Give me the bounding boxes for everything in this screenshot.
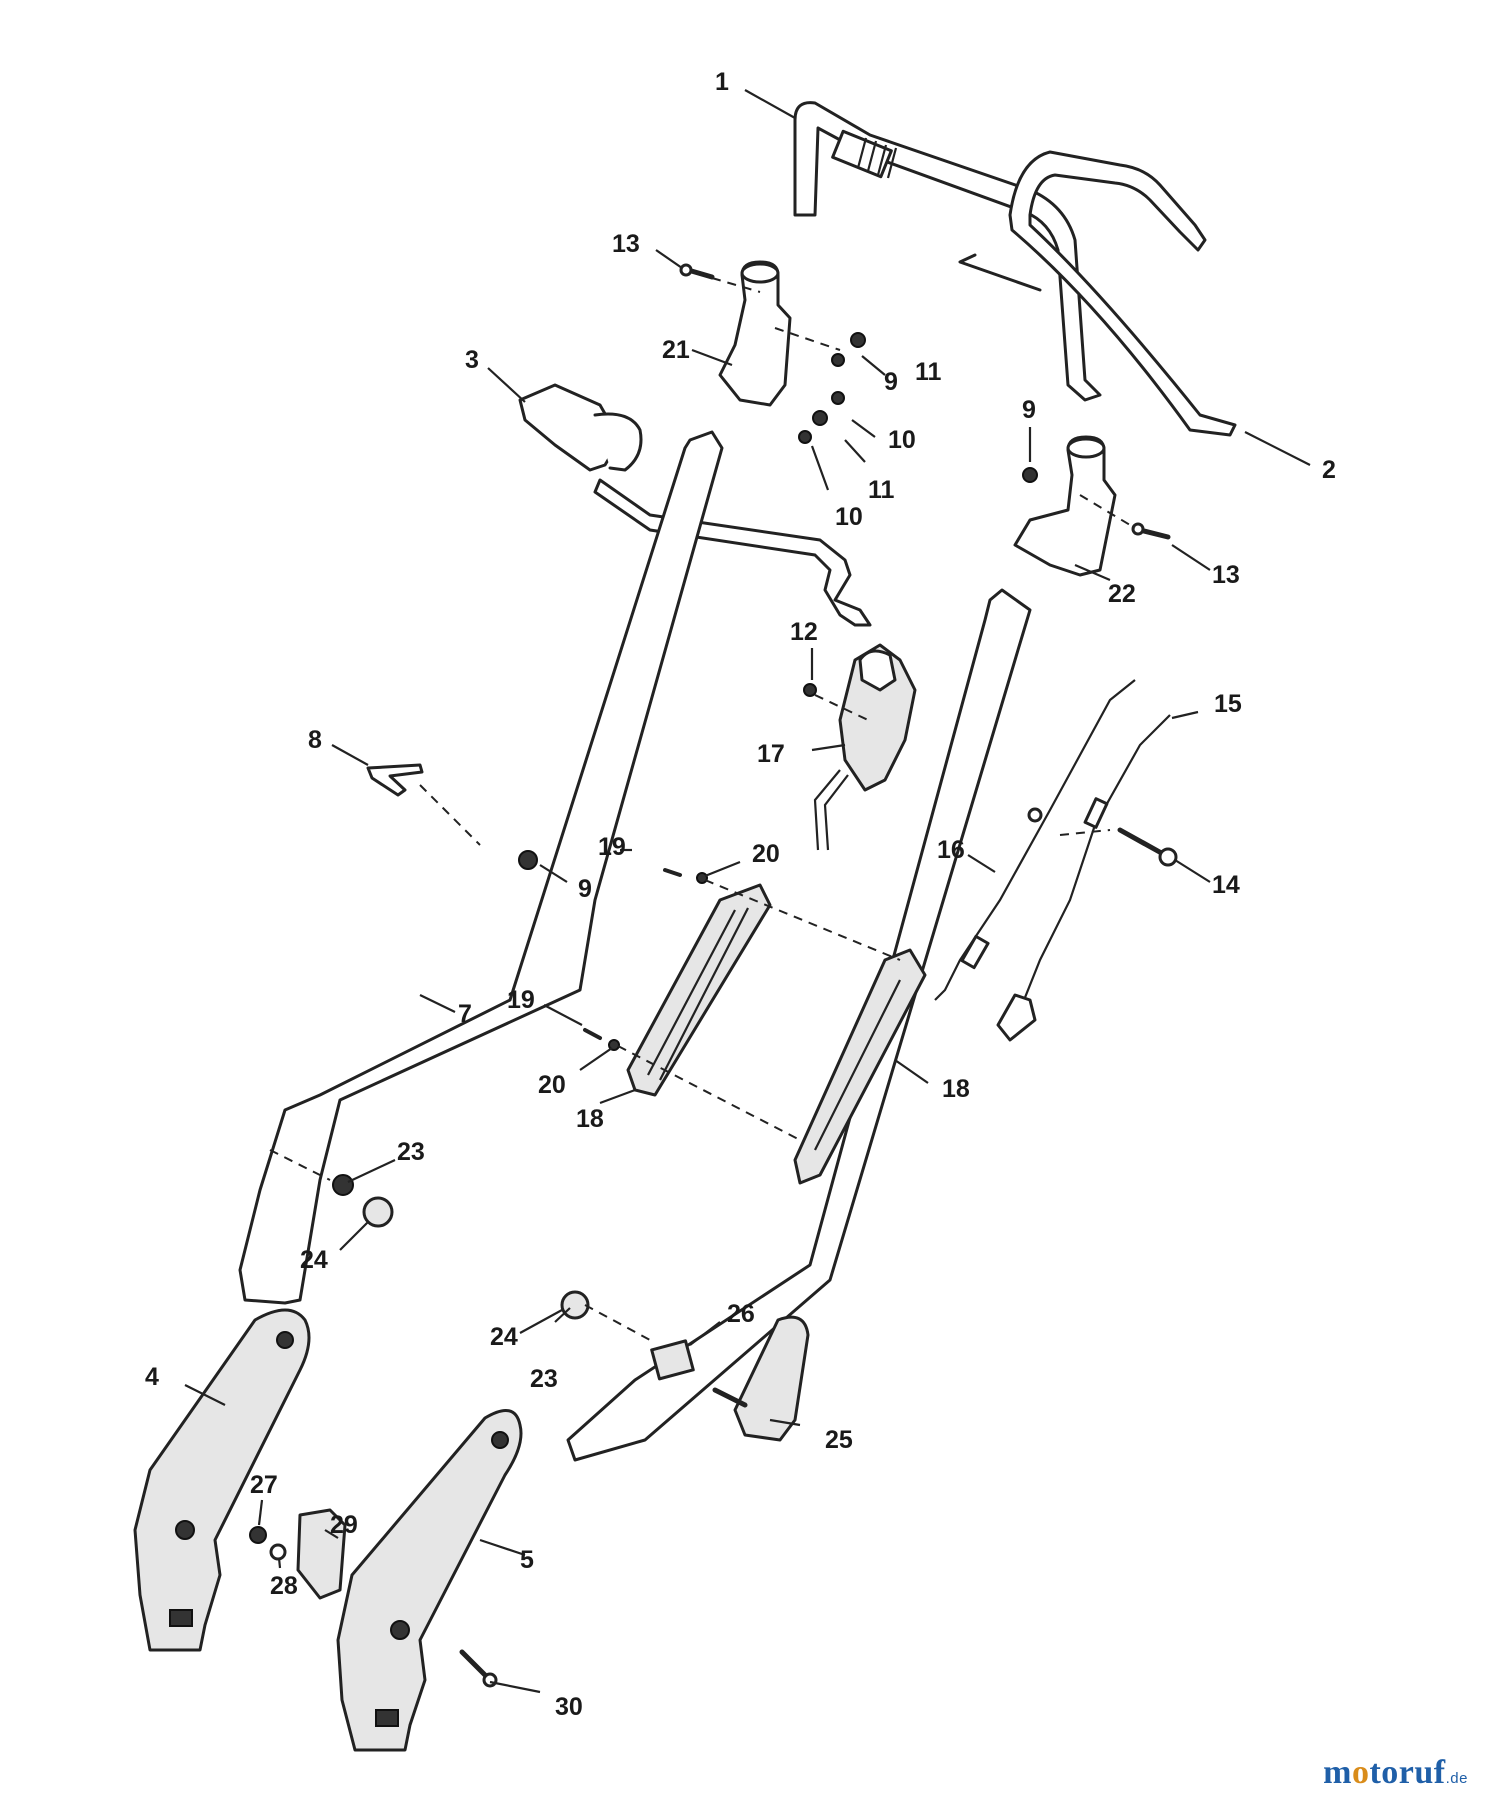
callout-26: 26 (727, 1300, 755, 1328)
watermark-o: o (1351, 1754, 1370, 1791)
part-3-control-lever (518, 383, 872, 627)
callout-16: 16 (937, 836, 965, 864)
callout-11: 11 (868, 476, 895, 504)
callout-8: 8 (308, 726, 322, 754)
callout-30: 30 (555, 1693, 583, 1721)
callout-13: 13 (1212, 561, 1240, 589)
part-18-cable-holder-right (793, 948, 927, 1185)
callout-20: 20 (752, 840, 780, 868)
part-25-knob (712, 1315, 810, 1442)
callout-9: 9 (884, 368, 898, 396)
callout-15: 15 (1214, 690, 1242, 718)
callout-7: 7 (458, 1000, 472, 1028)
assembly-dashed-lines (269, 277, 1136, 1341)
part-17-switch-box (813, 643, 917, 851)
callout-29: 29 (330, 1511, 358, 1539)
callout-22: 22 (1108, 580, 1136, 608)
part-7-lower-handle-left (238, 430, 724, 1305)
callout-labels: 1 2 3 4 5 7 8 9 9 9 10 10 11 11 12 13 13… (145, 68, 1336, 1721)
part-8-clip (366, 763, 424, 797)
part-16-cable (934, 679, 1136, 1001)
callout-13: 13 (612, 230, 640, 258)
callout-23: 23 (530, 1365, 558, 1393)
lower-handle-right (566, 588, 1032, 1462)
callout-19: 19 (507, 986, 535, 1014)
watermark-m: m (1323, 1754, 1352, 1791)
watermark-text: toruf (1369, 1754, 1446, 1791)
handle-grip (831, 129, 898, 179)
callout-10: 10 (888, 426, 916, 454)
callout-3: 3 (465, 346, 479, 374)
callout-18: 18 (576, 1105, 604, 1133)
callout-leader-lines (184, 89, 1311, 1694)
callout-21: 21 (662, 336, 690, 364)
callout-27: 27 (250, 1471, 278, 1499)
callout-24: 24 (300, 1246, 328, 1274)
callout-12: 12 (790, 618, 818, 646)
callout-5: 5 (520, 1546, 534, 1574)
part-4-hinge-bracket (133, 1308, 311, 1652)
callout-10: 10 (835, 503, 863, 531)
part-21-clamp-bracket (718, 260, 792, 407)
callout-19: 19 (598, 833, 626, 861)
callout-9: 9 (1022, 396, 1036, 424)
callout-18: 18 (942, 1075, 970, 1103)
watermark-tld: .de (1445, 1770, 1468, 1787)
callout-24: 24 (490, 1323, 518, 1351)
callout-20: 20 (538, 1071, 566, 1099)
part-2-drive-bail (1008, 150, 1237, 437)
site-watermark-logo: motoruf.de (1323, 1754, 1468, 1792)
callout-1: 1 (715, 68, 729, 96)
callout-11: 11 (915, 358, 942, 386)
part-5-hinge-bracket (336, 1409, 523, 1752)
part-18-cable-holder-left (626, 883, 772, 1097)
callout-9: 9 (578, 875, 592, 903)
part-15-cable (996, 714, 1171, 1042)
callout-28: 28 (270, 1572, 298, 1600)
callout-23: 23 (397, 1138, 425, 1166)
callout-25: 25 (825, 1426, 853, 1454)
hardware-nuts-screws (249, 263, 1171, 1688)
part-1-upper-handle (793, 101, 1102, 402)
callout-2: 2 (1322, 456, 1336, 484)
part-22-clamp-bracket (1013, 435, 1117, 577)
callout-4: 4 (145, 1363, 159, 1391)
part-14-bolt (1117, 827, 1178, 867)
callout-14: 14 (1212, 871, 1240, 899)
callout-17: 17 (757, 740, 785, 768)
